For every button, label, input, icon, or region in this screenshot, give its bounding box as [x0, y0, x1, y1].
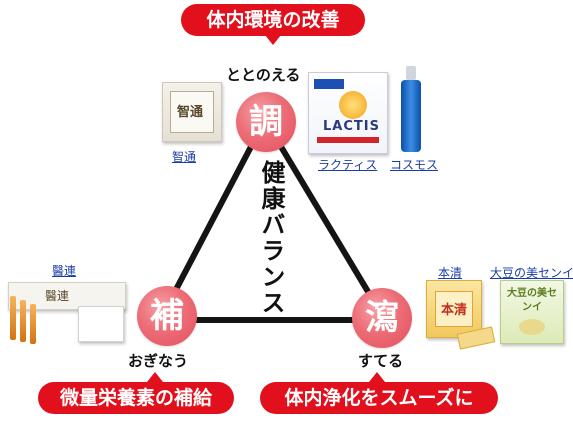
balance-center-text: 健康バランス: [257, 160, 286, 316]
cosmos-bottle-body: [401, 80, 421, 152]
top-node-circle: 調: [236, 92, 296, 152]
daizu-bean-graphic: [519, 319, 545, 335]
iren-product-image[interactable]: 醫連: [4, 276, 132, 346]
left-node-circle: 補: [137, 286, 197, 346]
lactis-sun-graphic: [339, 91, 367, 119]
iren-box-text: 醫連: [45, 289, 70, 303]
chitsu-box-text: 智通: [177, 105, 204, 120]
lactis-box-stripe: [317, 137, 379, 143]
iren-vial-2: [20, 300, 26, 342]
title-callout-tail: [265, 35, 281, 45]
cosmos-product-image[interactable]: [400, 66, 422, 152]
lactis-product-image[interactable]: LACTIS: [308, 72, 388, 154]
honsei-box-text: 本清: [441, 303, 468, 318]
iren-vial-3: [30, 304, 36, 344]
right-node-label: すてる: [358, 352, 404, 370]
chitsu-product-image[interactable]: 智通: [162, 82, 222, 142]
iren-link[interactable]: 醫連: [52, 264, 77, 278]
iren-box-lid: 醫連: [8, 282, 126, 310]
cosmos-spray-cap: [406, 66, 416, 80]
daizu-link[interactable]: 大豆の美センイ: [490, 266, 573, 280]
chitsu-link[interactable]: 智通: [172, 150, 197, 164]
lactis-box-text: LACTIS: [323, 119, 380, 134]
left-node-label: おぎなう: [128, 352, 189, 370]
left-callout: 微量栄養素の補給: [38, 382, 234, 414]
right-node-circle: 瀉: [352, 288, 412, 348]
iren-vial-1: [10, 296, 16, 340]
daizu-box-text: 大豆の美センイ: [507, 288, 557, 313]
iren-small-box: [78, 306, 124, 342]
right-callout: 体内浄化をスムーズに: [260, 382, 498, 414]
daizu-product-image[interactable]: 大豆の美センイ: [500, 280, 564, 344]
balance-triangle: [155, 113, 391, 323]
top-node-label: ととのえる: [226, 66, 301, 84]
right-callout-tail: [369, 372, 385, 382]
honsei-box-panel: [435, 291, 473, 327]
title-callout: 体内環境の改善: [181, 4, 365, 36]
lactis-link[interactable]: ラクティス: [318, 158, 378, 172]
cosmos-link[interactable]: コスモス: [390, 158, 439, 172]
left-callout-tail: [147, 372, 163, 382]
lactis-box-band: [314, 79, 344, 89]
honsei-link[interactable]: 本清: [438, 266, 463, 280]
chitsu-box-panel: [170, 91, 214, 133]
honsei-product-image[interactable]: 本清: [426, 280, 482, 338]
